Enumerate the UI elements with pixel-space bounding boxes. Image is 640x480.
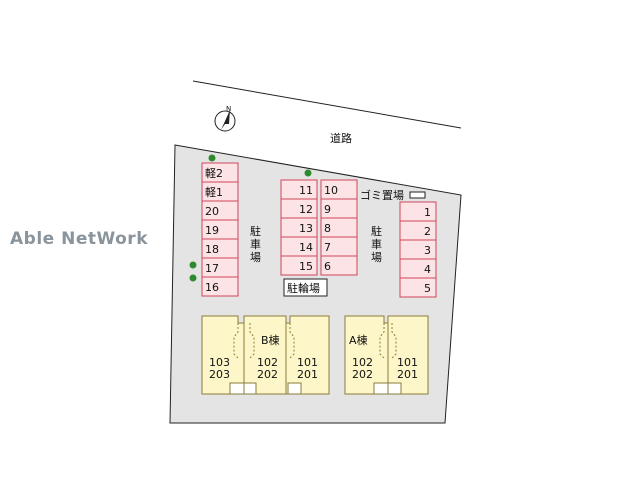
- parking-label-right: 駐車場: [371, 224, 382, 264]
- parking-stall: [399, 277, 437, 298]
- stall-label: 11: [299, 184, 313, 197]
- stall-label: 18: [205, 243, 219, 256]
- building-b: [201, 315, 330, 395]
- watermark: Able NetWork: [10, 229, 148, 249]
- building-b-label: B棟: [261, 333, 280, 347]
- parking-label-left: 駐車場: [250, 224, 261, 264]
- road-label: 道路: [330, 131, 352, 145]
- stall-label: 14: [299, 241, 313, 254]
- unit-label: 101: [397, 356, 418, 369]
- tree-icon: [189, 274, 197, 282]
- stall-label: 13: [299, 222, 313, 235]
- unit-label: 203: [209, 368, 230, 381]
- stall-label: 軽1: [205, 186, 223, 199]
- unit-label: 102: [257, 356, 278, 369]
- garbage-box: [409, 191, 426, 199]
- stall-label: 4: [424, 263, 431, 276]
- stall-label: 8: [324, 222, 331, 235]
- bicycle-parking: [283, 278, 328, 297]
- unit-label: 101: [297, 356, 318, 369]
- unit-label: 201: [397, 368, 418, 381]
- garbage-area-label: ゴミ置場: [360, 188, 404, 202]
- unit-label: 102: [352, 356, 373, 369]
- tree-icon: [208, 154, 216, 162]
- stall-label: 6: [324, 260, 331, 273]
- stall-label: 2: [424, 225, 431, 238]
- north-label: N: [226, 105, 231, 113]
- building-a-label: A棟: [349, 333, 368, 347]
- stall-label: 10: [324, 184, 338, 197]
- stall-label: 17: [205, 262, 219, 275]
- stall-label: 3: [424, 244, 431, 257]
- building-a: [344, 315, 429, 395]
- unit-label: 202: [257, 368, 278, 381]
- unit-label: 202: [352, 368, 373, 381]
- north-arrow-icon: N: [214, 105, 236, 132]
- stall-label: 9: [324, 203, 331, 216]
- unit-label: 201: [297, 368, 318, 381]
- stall-label: 16: [205, 281, 219, 294]
- parking-stall: [280, 255, 318, 276]
- road-edge-line: [192, 80, 462, 129]
- stall-label: 15: [299, 260, 313, 273]
- bicycle-parking-label: 駐輪場: [287, 281, 320, 295]
- stall-label: 軽2: [205, 167, 223, 180]
- stall-label: 19: [205, 224, 219, 237]
- tree-icon: [189, 261, 197, 269]
- stall-label: 5: [424, 282, 431, 295]
- tree-icon: [304, 169, 312, 177]
- stall-label: 7: [324, 241, 331, 254]
- parking-stall: [201, 276, 239, 297]
- unit-label: 103: [209, 356, 230, 369]
- stall-label: 20: [205, 205, 219, 218]
- stall-label: 12: [299, 203, 313, 216]
- stall-label: 1: [424, 206, 431, 219]
- parking-stall: [320, 255, 358, 276]
